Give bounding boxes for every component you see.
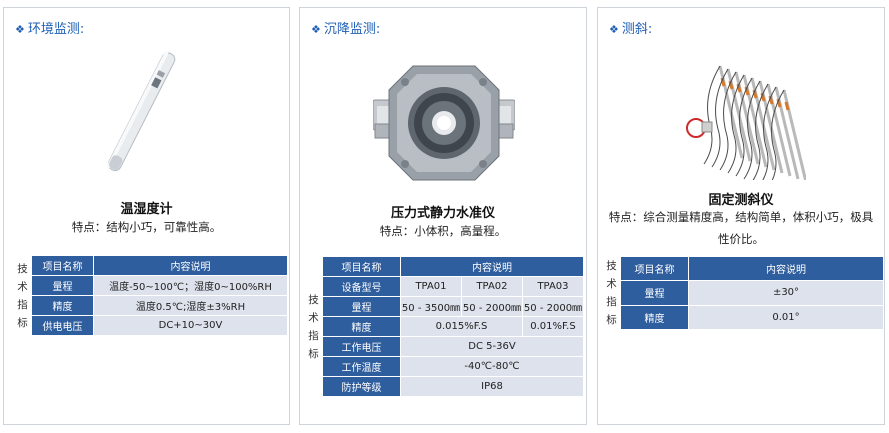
table-row: 精度 温度0.5℃;湿度±3%RH: [14, 295, 288, 316]
hydrostatic-level-image: [373, 65, 515, 181]
panel-title: ❖测斜:: [609, 22, 653, 37]
spec-table: 技术指标 项目名称 内容说明 设备型号 TPA01 TPA02 TPA03 量程…: [304, 256, 584, 397]
diamond-bullet-icon: ❖: [311, 23, 321, 36]
spec-side-label: 技术指标: [304, 256, 323, 397]
table-row: 设备型号 TPA01 TPA02 TPA03: [305, 276, 584, 297]
table-row: 量程 ±30°: [603, 280, 884, 306]
product-features: 特点：小体积，高量程。: [379, 224, 507, 238]
inclinometer-image: [686, 65, 806, 180]
table-row: 精度 0.015%F.S 0.01%F.S: [305, 316, 584, 337]
product-features: 特点：结构小巧，可靠性高。: [71, 220, 222, 234]
spec-side-label: 技术指标: [13, 255, 32, 336]
panel-title: ❖沉降监测:: [311, 22, 381, 37]
column-header: 项目名称: [322, 256, 401, 277]
panel-inclinometer: ❖测斜: 固定测斜仪 特点：综合测量精度高，结构简单，体积小巧，极具性价比。 技…: [597, 7, 885, 425]
column-header: 项目名称: [31, 255, 94, 276]
table-row: 精度 0.01°: [603, 304, 884, 331]
table-row: 量程 温度-50~100℃；湿度0~100%RH: [14, 275, 288, 296]
panel-environment-monitoring: ❖环境监测: 温湿度计 特点：结构小巧，可靠性高。 技术指标 项目名称 内容说明…: [3, 7, 290, 425]
thermohygrometer-image: [106, 51, 176, 172]
table-row: 量程 50 - 3500㎜ 50 - 2000㎜ 50 - 2000㎜: [305, 296, 584, 317]
diamond-bullet-icon: ❖: [15, 23, 25, 36]
table-row: 防护等级 IP68: [305, 376, 584, 397]
product-name: 固定测斜仪: [708, 193, 774, 208]
diamond-bullet-icon: ❖: [609, 23, 619, 36]
table-row: 工作电压 DC 5-36V: [305, 336, 584, 357]
column-header: 内容说明: [688, 255, 884, 282]
spec-table: 技术指标 项目名称 内容说明 量程 ±30° 精度 0.01°: [602, 255, 884, 331]
spec-table: 技术指标 项目名称 内容说明 量程 温度-50~100℃；湿度0~100%RH …: [13, 255, 288, 336]
column-header: 内容说明: [93, 255, 288, 276]
panel-settlement-monitoring: ❖沉降监测: 压力式静力水准仪 特点：小体积，高量程。 技术指标 项目名称 内容…: [299, 7, 587, 425]
column-header: 项目名称: [620, 255, 689, 282]
spec-side-label: 技术指标: [602, 256, 621, 330]
table-row: 供电电压 DC+10~30V: [14, 315, 288, 336]
panel-title: ❖环境监测:: [15, 22, 85, 37]
product-features: 特点：综合测量精度高，结构简单，体积小巧，极具性价比。: [608, 210, 874, 246]
product-name: 温湿度计: [120, 202, 173, 217]
table-row: 工作温度 -40℃-80℃: [305, 356, 584, 377]
product-name: 压力式静力水准仪: [390, 206, 495, 221]
column-header: 内容说明: [400, 256, 584, 277]
